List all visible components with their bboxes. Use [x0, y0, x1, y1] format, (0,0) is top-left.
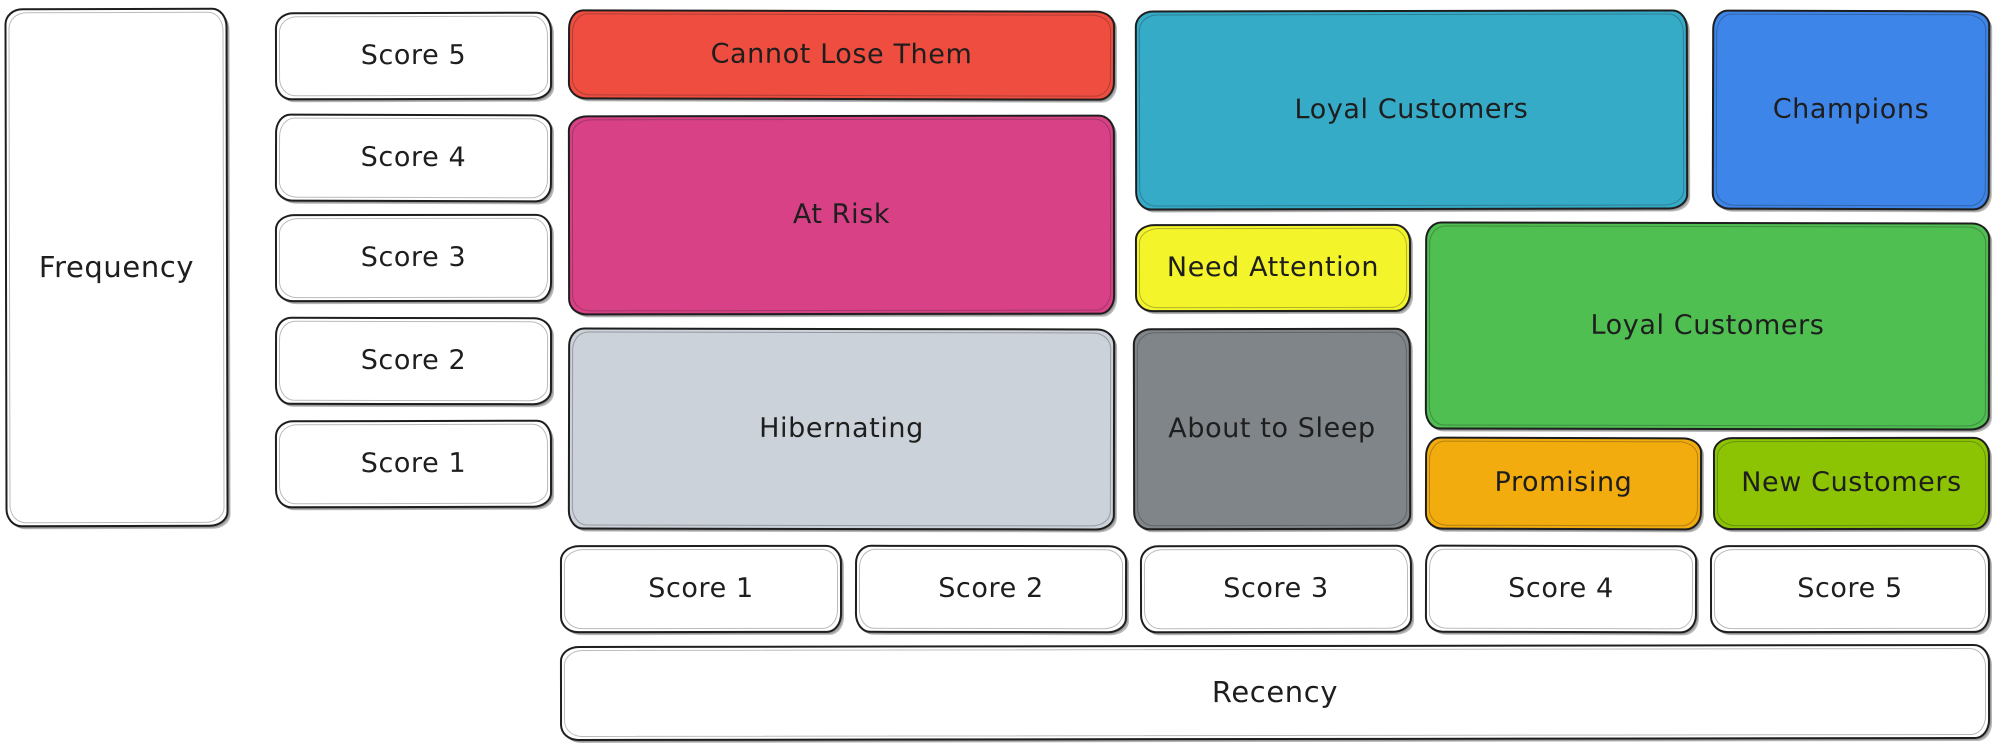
recency-axis-label: Recency	[1211, 675, 1339, 710]
recency-score-box-2[interactable]: Score 2	[854, 544, 1128, 634]
frequency-axis-label: Frequency	[38, 249, 195, 285]
segment-champions[interactable]: Champions	[1711, 9, 1991, 211]
recency-score-box-1[interactable]: Score 1	[559, 544, 843, 634]
segment-label: New Customers	[1741, 467, 1962, 499]
frequency-score-label: Score 5	[360, 39, 467, 71]
recency-score-label: Score 1	[648, 572, 754, 604]
segment-about-to-sleep[interactable]: About to Sleep	[1132, 327, 1412, 531]
frequency-score-label: Score 1	[360, 447, 467, 479]
frequency-axis-label-box: Frequency	[4, 7, 229, 528]
segment-label: Hibernating	[759, 412, 924, 444]
frequency-score-label: Score 4	[360, 141, 467, 173]
segment-loyal-customers-green[interactable]: Loyal Customers	[1424, 221, 1991, 431]
recency-score-label: Score 3	[1223, 572, 1329, 604]
segment-label: Promising	[1494, 467, 1633, 499]
recency-score-label: Score 4	[1508, 572, 1614, 604]
segment-at-risk[interactable]: At Risk	[567, 114, 1116, 316]
recency-score-box-4[interactable]: Score 4	[1424, 544, 1698, 634]
recency-score-label: Score 5	[1797, 572, 1903, 604]
segment-loyal-customers-teal[interactable]: Loyal Customers	[1134, 9, 1689, 211]
frequency-score-label: Score 3	[360, 241, 467, 273]
segment-cannot-lose-them[interactable]: Cannot Lose Them	[567, 9, 1116, 101]
segment-label: Champions	[1772, 93, 1930, 126]
recency-score-box-3[interactable]: Score 3	[1139, 544, 1413, 634]
segment-label: Cannot Lose Them	[710, 38, 973, 71]
segment-label: Need Attention	[1166, 251, 1380, 283]
segment-label: About to Sleep	[1168, 412, 1376, 445]
segment-promising[interactable]: Promising	[1424, 436, 1703, 531]
segment-label: At Risk	[792, 198, 891, 230]
frequency-score-box-5[interactable]: Score 1	[274, 419, 553, 509]
segment-need-attention[interactable]: Need Attention	[1134, 223, 1412, 313]
segment-new-customers[interactable]: New Customers	[1712, 436, 1991, 531]
segment-label: Loyal Customers	[1294, 93, 1529, 126]
recency-score-label: Score 2	[938, 572, 1044, 604]
frequency-score-box-3[interactable]: Score 3	[274, 213, 553, 303]
frequency-score-box-4[interactable]: Score 2	[274, 316, 553, 406]
recency-axis-label-box: Recency	[559, 644, 1991, 741]
frequency-score-box-1[interactable]: Score 5	[274, 11, 553, 101]
frequency-score-label: Score 2	[360, 344, 467, 376]
recency-score-box-5[interactable]: Score 5	[1709, 544, 1991, 634]
segment-label: Loyal Customers	[1590, 309, 1825, 342]
frequency-score-box-2[interactable]: Score 4	[274, 113, 553, 203]
segment-hibernating[interactable]: Hibernating	[567, 327, 1116, 531]
